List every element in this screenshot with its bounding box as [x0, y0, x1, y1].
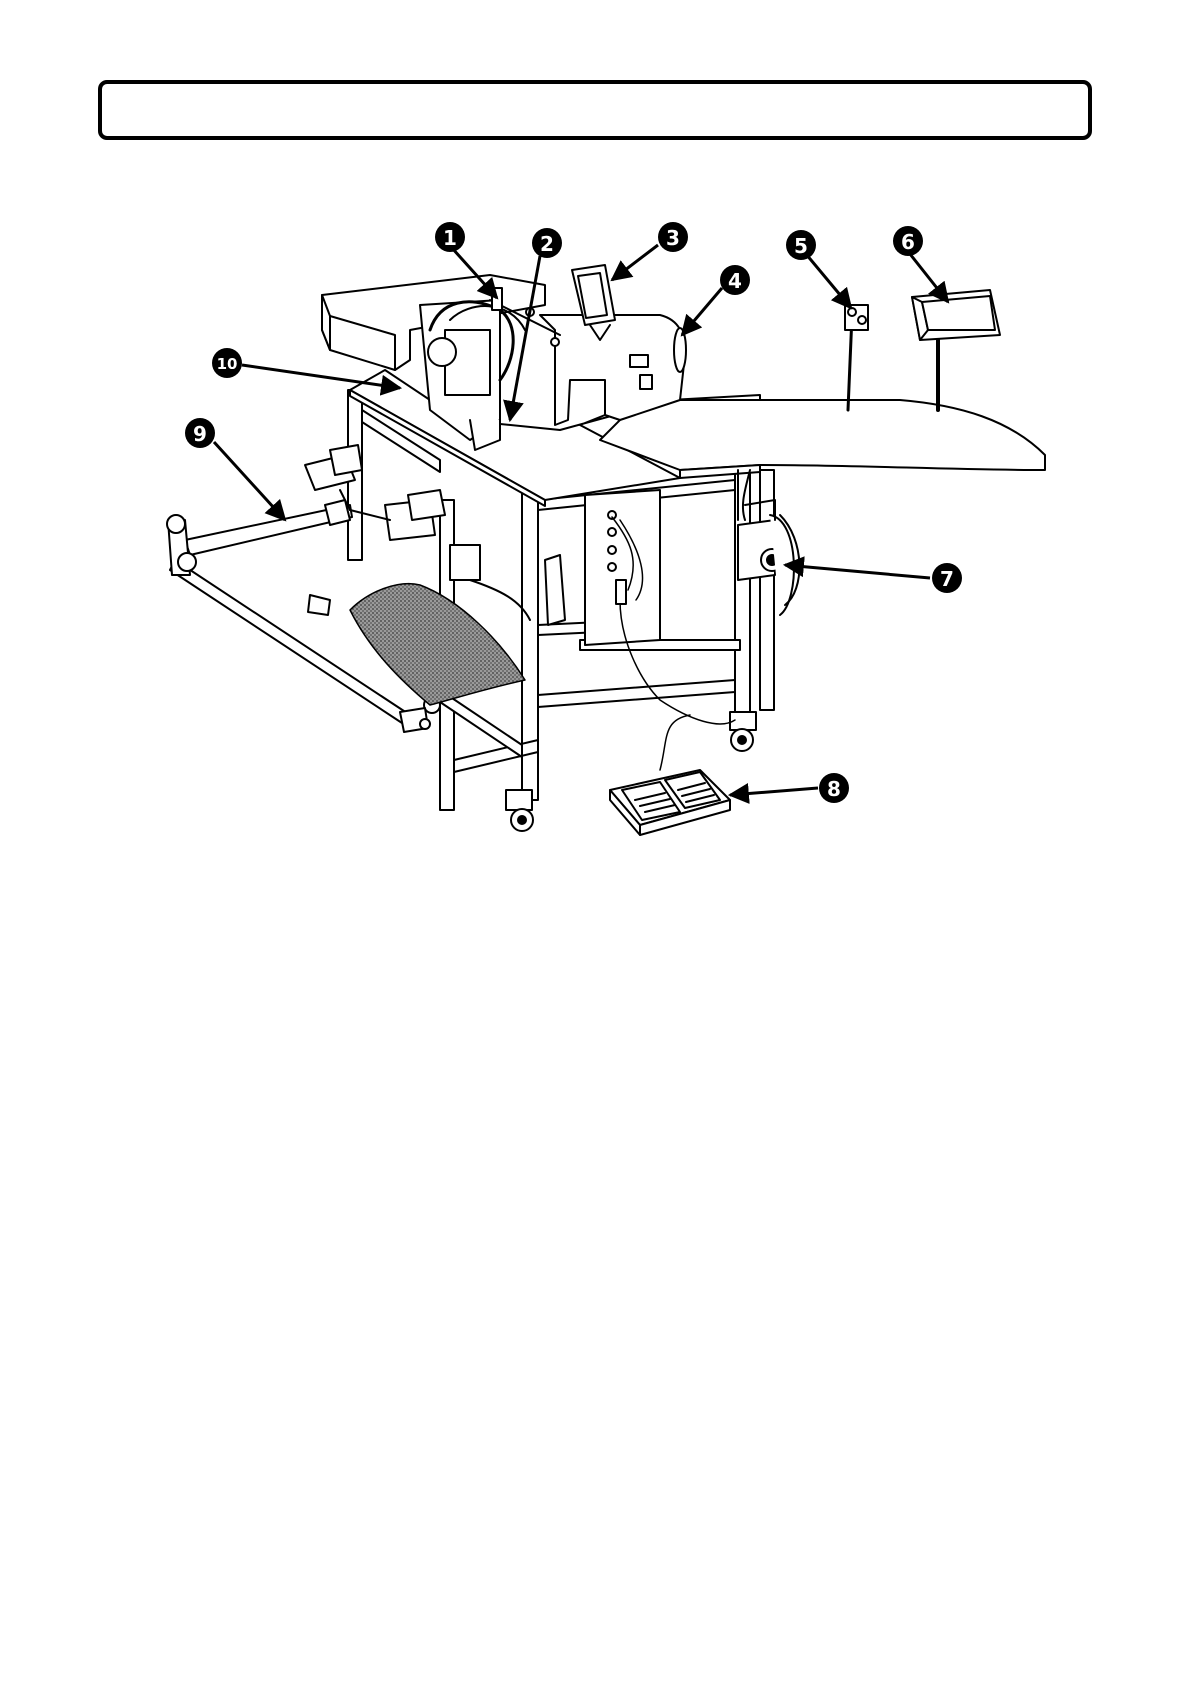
- callout-4: 4: [720, 265, 750, 295]
- leader-line-5: [806, 254, 851, 308]
- tray: [912, 290, 1000, 410]
- callout-9-number: 9: [193, 422, 207, 446]
- callout-8-number: 8: [827, 777, 841, 801]
- callout-2-number: 2: [540, 232, 554, 256]
- callout-7: 7: [932, 563, 962, 593]
- callout-5: 5: [786, 230, 816, 260]
- callout-6: 6: [893, 226, 923, 256]
- foot-pedal: [610, 715, 730, 835]
- callout-3: 3: [658, 222, 688, 252]
- machine-illustration: 1 2 3 4 5 6 7 8: [0, 0, 1191, 880]
- callout-9: 9: [185, 418, 215, 448]
- leader-line-4: [682, 288, 722, 335]
- caster-right: [730, 712, 756, 751]
- leader-line-8: [730, 788, 818, 795]
- callout-8: 8: [819, 773, 849, 803]
- leader-line-3: [612, 245, 658, 280]
- thread-stand: [845, 305, 868, 410]
- caster-front-left: [506, 790, 533, 831]
- callout-7-number: 7: [940, 567, 954, 591]
- leader-line-9: [214, 442, 285, 520]
- leader-line-7: [785, 565, 930, 578]
- callout-5-number: 5: [794, 234, 808, 258]
- callout-2: 2: [532, 228, 562, 258]
- callout-3-number: 3: [666, 226, 680, 250]
- callout-1: 1: [435, 222, 465, 252]
- fabric-net: [350, 584, 525, 705]
- callout-6-number: 6: [901, 230, 915, 254]
- callout-10-number: 10: [217, 355, 238, 373]
- stacker-arm: [167, 445, 565, 732]
- callout-1-number: 1: [443, 226, 457, 250]
- callout-4-number: 4: [728, 269, 742, 293]
- callout-10: 10: [212, 348, 242, 378]
- machine-drawing: [167, 265, 1045, 835]
